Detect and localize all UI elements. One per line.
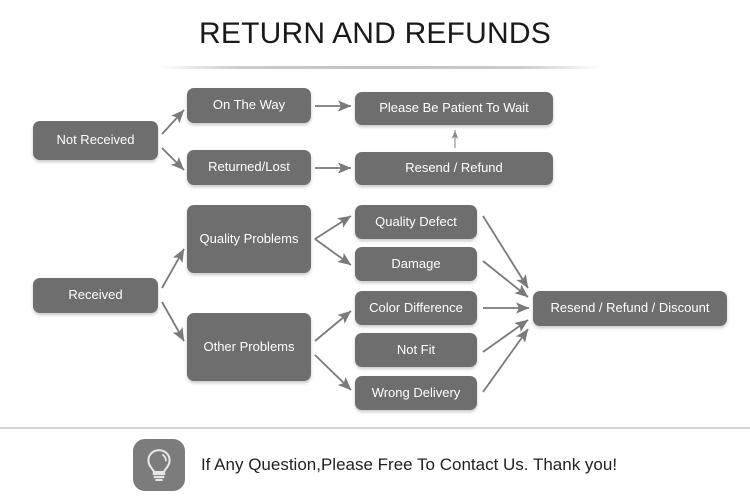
node-wrong-delivery[interactable]: Wrong Delivery xyxy=(355,376,477,410)
node-not-fit[interactable]: Not Fit xyxy=(355,333,477,367)
node-resend-refund[interactable]: Resend / Refund xyxy=(355,152,553,185)
page-title: RETURN AND REFUNDS xyxy=(199,17,551,50)
node-color-difference[interactable]: Color Difference xyxy=(355,291,477,325)
node-received[interactable]: Received xyxy=(33,278,158,313)
edge-received-to-other-problems xyxy=(161,301,185,342)
edge-quality-defect-to-result xyxy=(482,215,529,289)
node-on-the-way[interactable]: On The Way xyxy=(187,88,311,123)
flowchart-diagram: Not Received On The Way Returned/Lost Pl… xyxy=(33,88,727,410)
node-damage[interactable]: Damage xyxy=(355,247,477,281)
flowchart-arrows xyxy=(161,100,530,393)
edge-other-problems-to-color-difference xyxy=(314,310,352,342)
node-resend-refund-discount[interactable]: Resend / Refund / Discount xyxy=(533,291,727,326)
edge-wrong-delivery-to-result xyxy=(482,328,529,393)
footer-divider xyxy=(0,427,750,429)
footer-text: If Any Question,Please Free To Contact U… xyxy=(200,454,618,474)
footer-contact-banner: If Any Question,Please Free To Contact U… xyxy=(0,429,750,500)
node-other-problems[interactable]: Other Problems xyxy=(187,313,311,381)
node-returned-lost[interactable]: Returned/Lost xyxy=(187,150,311,185)
node-quality-problems[interactable]: Quality Problems xyxy=(187,205,311,273)
node-not-received[interactable]: Not Received xyxy=(33,121,158,160)
node-quality-defect[interactable]: Quality Defect xyxy=(355,205,477,239)
title-divider xyxy=(158,66,602,69)
edge-not-received-to-on-the-way xyxy=(161,109,185,135)
edge-quality-problems-to-quality-defect xyxy=(314,215,352,240)
edge-not-received-to-returned-lost xyxy=(161,147,185,171)
edge-other-problems-to-wrong-delivery xyxy=(314,354,352,391)
edge-not-fit-to-result xyxy=(482,319,529,353)
edge-quality-problems-to-damage xyxy=(314,238,352,266)
lightbulb-icon xyxy=(132,438,185,491)
node-please-be-patient-to-wait[interactable]: Please Be Patient To Wait xyxy=(355,92,553,125)
edge-received-to-quality-problems xyxy=(161,248,185,289)
edge-damage-to-result xyxy=(482,260,529,298)
